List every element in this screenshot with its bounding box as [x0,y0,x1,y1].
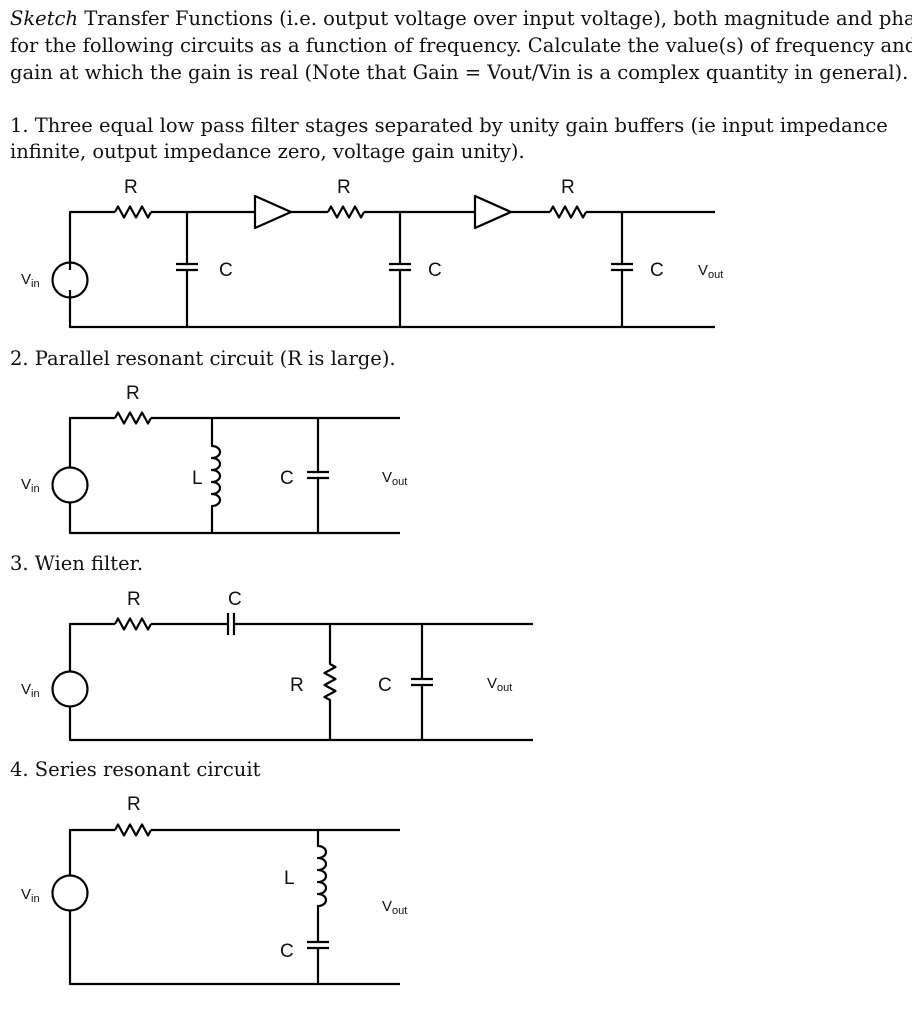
label-vout: Vout [698,262,723,281]
circuit-2-wire [68,503,400,535]
inductor-symbol [210,418,222,533]
circuit-3-wire [68,622,115,672]
label-r: R [127,794,141,815]
label-l: L [284,868,295,889]
label-c: C [228,589,242,610]
circuit-4-wire [68,828,115,876]
label-r: R [561,177,575,198]
resistor-symbol [114,823,152,837]
resistor-symbol [327,205,365,219]
source-symbol [51,670,89,708]
capacitor-symbol [307,940,329,984]
label-vout: Vout [487,675,512,694]
label-r: R [337,177,351,198]
label-c: C [378,675,392,696]
label-c: C [219,260,233,281]
label-r: R [124,177,138,198]
source-symbol [51,466,89,504]
resistor-symbol [114,205,152,219]
source-symbol [51,874,89,912]
label-r: R [127,589,141,610]
label-r: R [126,383,140,404]
resistor-symbol [114,411,152,425]
problem-4-title: 4. Series resonant circuit [10,758,261,781]
capacitor-symbol [176,212,198,327]
resistor-symbol [323,624,337,740]
problem-1-title-line-2: infinite, output impedance zero, voltage… [10,140,525,163]
circuit-2 [51,411,400,535]
label-c: C [280,941,294,962]
label-vin: Vin [21,681,40,700]
label-c: C [280,468,294,489]
capacitor-symbol [611,212,633,327]
inductor-symbol [316,830,328,942]
problem-3-title: 3. Wien filter. [10,552,144,575]
intro-line-3: gain at which the gain is real (Note tha… [10,61,909,84]
circuit-4 [51,823,400,986]
circuit-4-wire [68,911,400,986]
label-c: C [428,260,442,281]
capacitor-symbol [226,613,236,635]
capacitor-symbol [411,624,433,740]
circuit-3 [51,613,533,742]
label-vout: Vout [382,469,407,488]
resistor-symbol [549,205,587,219]
problem-1-title-line-1: 1. Three equal low pass filter stages se… [10,114,888,137]
circuit-1 [51,194,715,329]
label-vin: Vin [21,886,40,905]
source-symbol [51,261,89,299]
resistor-symbol [114,617,152,631]
label-c: C [650,260,664,281]
label-vout: Vout [382,898,407,917]
problem-2-title: 2. Parallel resonant circuit (R is large… [10,347,396,370]
circuit-1-wire [68,210,115,270]
capacitor-symbol [307,418,329,533]
circuit-2-wire [68,416,115,468]
intro-emphasis: Sketch [10,7,79,30]
circuit-1-wire [68,290,715,329]
label-vin: Vin [21,271,40,290]
label-vin: Vin [21,476,40,495]
intro-line-1: Sketch Transfer Functions (i.e. output v… [10,7,912,31]
buffer-symbol [473,194,513,230]
label-r: R [290,675,304,696]
capacitor-symbol [389,212,411,327]
buffer-symbol [253,194,293,230]
label-l: L [192,468,203,489]
intro-line-1-rest: Transfer Functions (i.e. output voltage … [78,7,912,30]
circuit-3-wire [68,707,533,742]
intro-line-2: for the following circuits as a function… [10,34,912,57]
